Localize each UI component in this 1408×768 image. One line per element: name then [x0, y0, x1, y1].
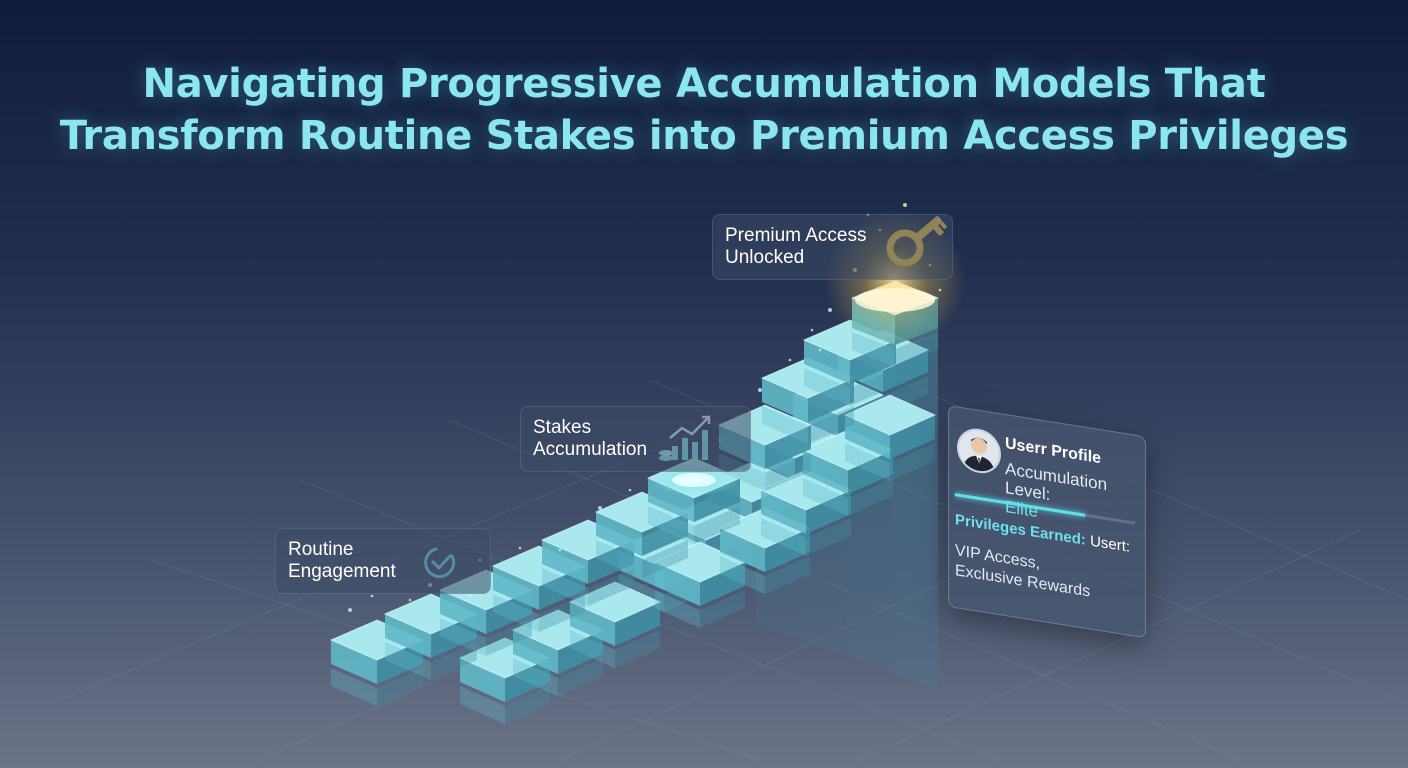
stakes-accumulation-label: Stakes Accumulation — [520, 406, 751, 472]
user-avatar-icon — [957, 425, 1001, 477]
title-line-2: Transform Routine Stakes into Premium Ac… — [59, 113, 1349, 159]
sparkle-21 — [468, 593, 472, 597]
sparkle-22 — [558, 548, 562, 552]
sparkle-15 — [903, 203, 907, 207]
sparkle-6 — [598, 506, 602, 510]
sparkle-7 — [628, 488, 632, 492]
step-block-18 — [540, 519, 636, 606]
step-block-9 — [653, 541, 747, 628]
sparkle-5 — [518, 546, 522, 550]
user-profile-card: Userr Profile Accumulation Level: Elite … — [948, 405, 1146, 639]
sparkle-0 — [348, 608, 352, 612]
sparkle-17 — [938, 288, 942, 292]
privileges-list: VIP Access, Exclusive Rewards — [955, 542, 1091, 601]
sparkle-2 — [408, 598, 412, 602]
sparkle-11 — [810, 328, 814, 332]
title-line-1: Navigating Progressive Accumulation Mode… — [142, 61, 1266, 107]
sparkle-19 — [818, 348, 822, 352]
sparkle-12 — [828, 308, 832, 312]
page-title: Navigating Progressive Accumulation Mode… — [0, 58, 1408, 162]
stakes-glow-platform — [650, 464, 738, 496]
sparkle-1 — [370, 594, 374, 598]
sparkle-9 — [758, 388, 762, 392]
routine-engagement-label: Routine Engagement — [275, 528, 491, 594]
step-block-8 — [568, 581, 662, 668]
sparkle-10 — [788, 358, 792, 362]
step-block-13 — [843, 394, 937, 481]
premium-access-label: Premium Access Unlocked — [712, 214, 953, 280]
accumulation-steps — [329, 280, 940, 724]
